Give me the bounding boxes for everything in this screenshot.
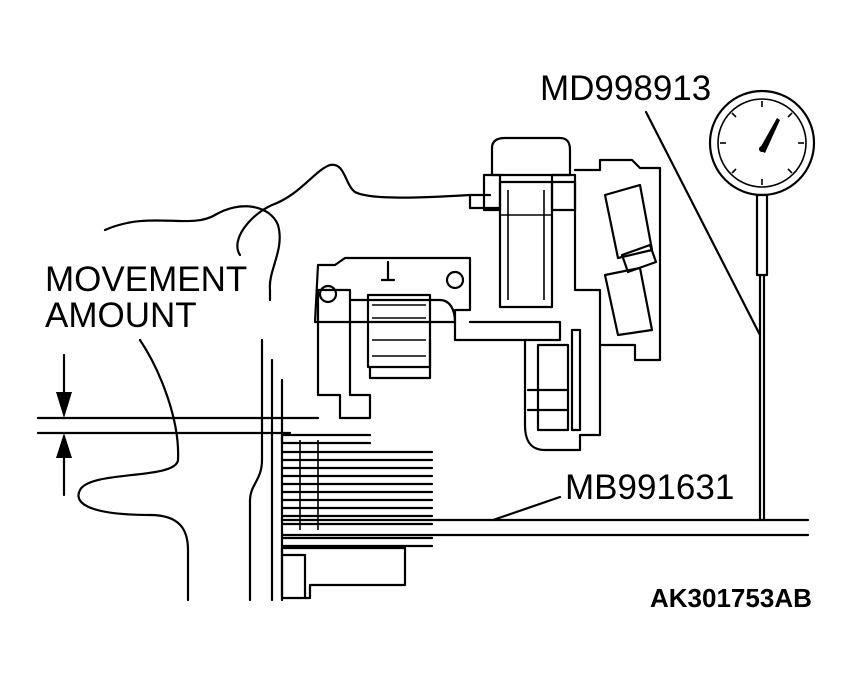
- piston-body: [316, 288, 372, 420]
- case-inner-wall: [248, 338, 264, 602]
- case-inner-curve: [103, 205, 281, 302]
- leader-mb991631: [491, 495, 562, 522]
- boss-inner: [526, 343, 570, 432]
- bolt-collar: [482, 173, 577, 212]
- figure-id: AK301753AB: [650, 583, 812, 613]
- case-column: [270, 358, 284, 602]
- bolt-head: [490, 136, 572, 177]
- bolt-shank: [498, 180, 554, 309]
- pressure-plate: [280, 546, 407, 600]
- seal-lines: [372, 304, 426, 357]
- piston-housing: [313, 256, 472, 324]
- case-outline: [236, 163, 492, 257]
- boss-body: [468, 180, 602, 452]
- oring-left: [318, 284, 338, 304]
- bolt-threads: [500, 190, 552, 300]
- movement-arrow-down: [56, 353, 72, 418]
- bearing-roller-lower: [603, 266, 654, 337]
- bearing-race: [620, 243, 658, 274]
- plate-foot: [280, 553, 307, 600]
- dial-gauge-icon: [708, 89, 816, 522]
- bearing-housing: [573, 158, 662, 362]
- case-left-lobe: [77, 338, 190, 602]
- dial-gauge-tool-label: MD998913: [540, 69, 712, 108]
- clutch-plates: [280, 433, 434, 548]
- fixture-rail: [280, 518, 810, 537]
- leader-md998913: [644, 110, 762, 337]
- movement-arrow-up: [56, 433, 72, 497]
- pin: [380, 260, 396, 282]
- oring-right: [445, 270, 465, 290]
- boss-rod: [570, 328, 582, 432]
- piston-step: [348, 298, 562, 342]
- fixture-tool-label: MB991631: [565, 468, 735, 507]
- seal-block: [366, 293, 432, 369]
- spring-retainer: [368, 338, 432, 380]
- movement-label-line2: AMOUNT: [45, 296, 197, 335]
- movement-label-line1: MOVEMENT: [45, 260, 248, 299]
